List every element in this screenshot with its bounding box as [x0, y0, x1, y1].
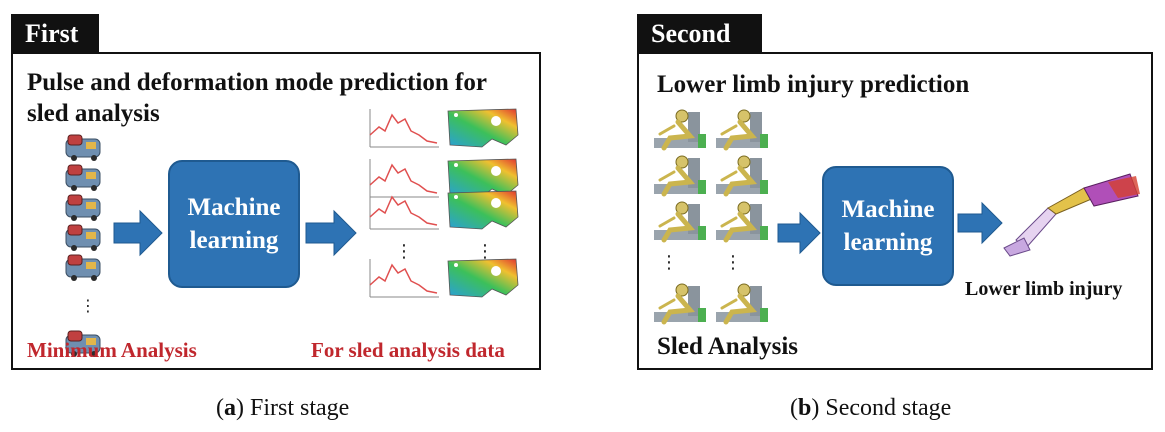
arrow-right-icon: [777, 211, 821, 255]
first-heading-line2: sled analysis: [27, 100, 160, 127]
arrow-right-icon: [113, 209, 163, 257]
machine-learning-box-first: Machine learning: [168, 160, 300, 288]
caption-a: (a) First stage: [216, 395, 350, 421]
car-model-icon: ⋮: [65, 134, 101, 358]
pulse-curve-icon: ⋮: [369, 109, 440, 298]
svg-text:⋮: ⋮: [80, 296, 96, 315]
sled-analysis-label: Sled Analysis: [657, 333, 799, 360]
ml-label-line1: Machine: [187, 194, 281, 221]
first-tab: First: [11, 14, 99, 54]
minimum-analysis-label: Minimum Analysis: [27, 338, 197, 362]
second-heading: Lower limb injury prediction: [657, 71, 970, 98]
svg-text:⋮: ⋮: [724, 252, 742, 273]
ml-label-line1: Machine: [841, 196, 935, 223]
sled-dummy-icon: ⋮ ⋮: [652, 108, 772, 348]
svg-text:⋮: ⋮: [660, 252, 678, 273]
ml-label-line2: learning: [843, 229, 933, 256]
caption-a-text: ) First stage: [236, 395, 350, 421]
lower-limb-injury-label: Lower limb injury: [965, 278, 1123, 300]
svg-text:⋮: ⋮: [476, 241, 494, 262]
lower-limb-icon: [1003, 173, 1140, 257]
arrow-right-icon: [305, 209, 357, 257]
caption-b-letter: b: [798, 395, 812, 421]
second-tab: Second: [637, 14, 762, 54]
machine-learning-box-second: Machine learning: [822, 166, 954, 286]
first-heading-line1: Pulse and deformation mode prediction fo…: [27, 69, 487, 96]
deformation-contour-icon: ⋮: [447, 108, 519, 298]
caption-b: (b) Second stage: [790, 395, 952, 421]
ml-label-line2: learning: [189, 227, 279, 254]
sled-analysis-data-label: For sled analysis data: [311, 338, 505, 362]
arrow-right-icon: [957, 201, 1003, 245]
caption-a-letter: a: [224, 395, 236, 421]
caption-b-text: ) Second stage: [811, 395, 952, 421]
svg-text:⋮: ⋮: [395, 241, 413, 262]
